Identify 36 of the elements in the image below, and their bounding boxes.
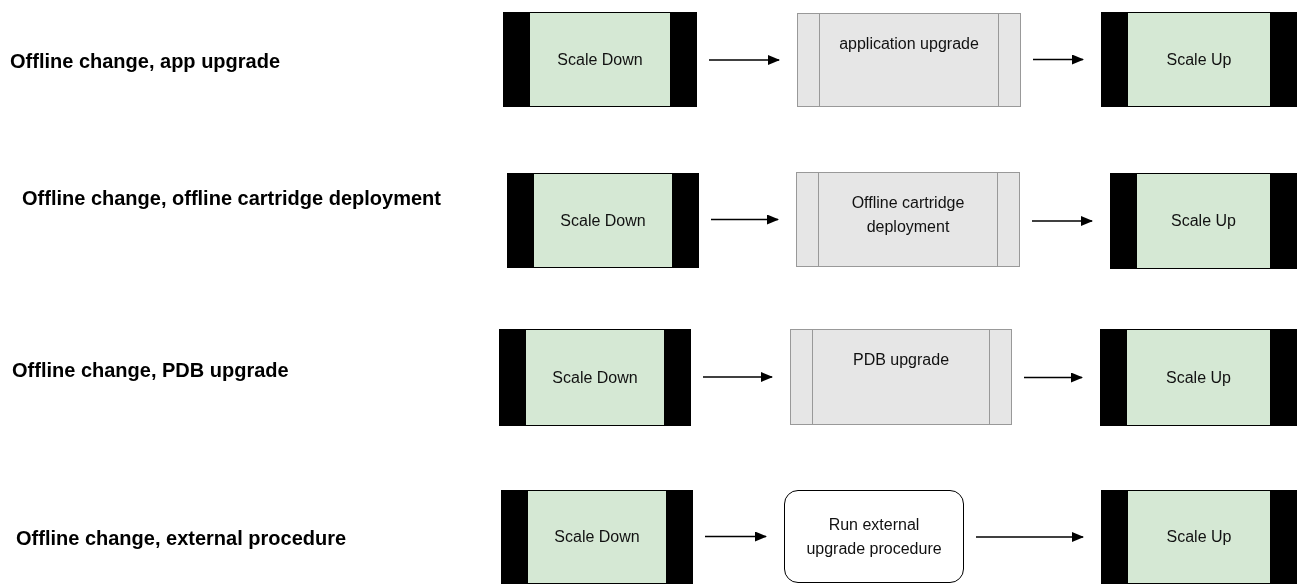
process-box bbox=[507, 173, 699, 268]
arrow bbox=[1031, 216, 1093, 226]
arrow bbox=[1023, 372, 1083, 383]
node-label: Run external upgrade procedure bbox=[805, 514, 943, 559]
arrow bbox=[704, 531, 767, 542]
node-label: Scale Up bbox=[1166, 367, 1231, 388]
arrow bbox=[710, 214, 779, 225]
row-heading: Offline change, external procedure bbox=[16, 526, 348, 551]
process-box bbox=[1100, 329, 1297, 426]
arrow bbox=[1032, 54, 1084, 65]
row-heading: Offline change, app upgrade bbox=[10, 49, 282, 74]
node-label: Scale Down bbox=[557, 49, 643, 70]
node-label: Scale Down bbox=[552, 367, 638, 388]
process-box bbox=[1101, 12, 1297, 107]
node-label: Offline cartridge deployment bbox=[850, 193, 966, 237]
node-label: Scale Up bbox=[1166, 527, 1232, 547]
rounded-process-box bbox=[784, 490, 964, 583]
arrow bbox=[702, 372, 773, 382]
arrow bbox=[975, 532, 1084, 542]
process-box bbox=[1101, 490, 1297, 584]
predefined-process-box bbox=[796, 172, 1020, 267]
process-box bbox=[503, 12, 697, 107]
row-heading: Offline change, PDB upgrade bbox=[12, 358, 290, 383]
predefined-process-box bbox=[797, 13, 1021, 107]
process-box bbox=[1110, 173, 1297, 269]
process-box bbox=[501, 490, 693, 584]
node-label: PDB upgrade bbox=[852, 350, 950, 370]
arrow bbox=[708, 55, 780, 65]
predefined-process-box bbox=[790, 329, 1012, 425]
node-label: Scale Up bbox=[1171, 211, 1236, 231]
node-label: Scale Up bbox=[1166, 49, 1232, 70]
row-heading: Offline change, offline cartridge deployment bbox=[22, 186, 442, 211]
node-label: application upgrade bbox=[839, 34, 979, 54]
node-label: Scale Down bbox=[560, 210, 646, 231]
process-box bbox=[499, 329, 691, 426]
node-label: Scale Down bbox=[554, 527, 640, 547]
